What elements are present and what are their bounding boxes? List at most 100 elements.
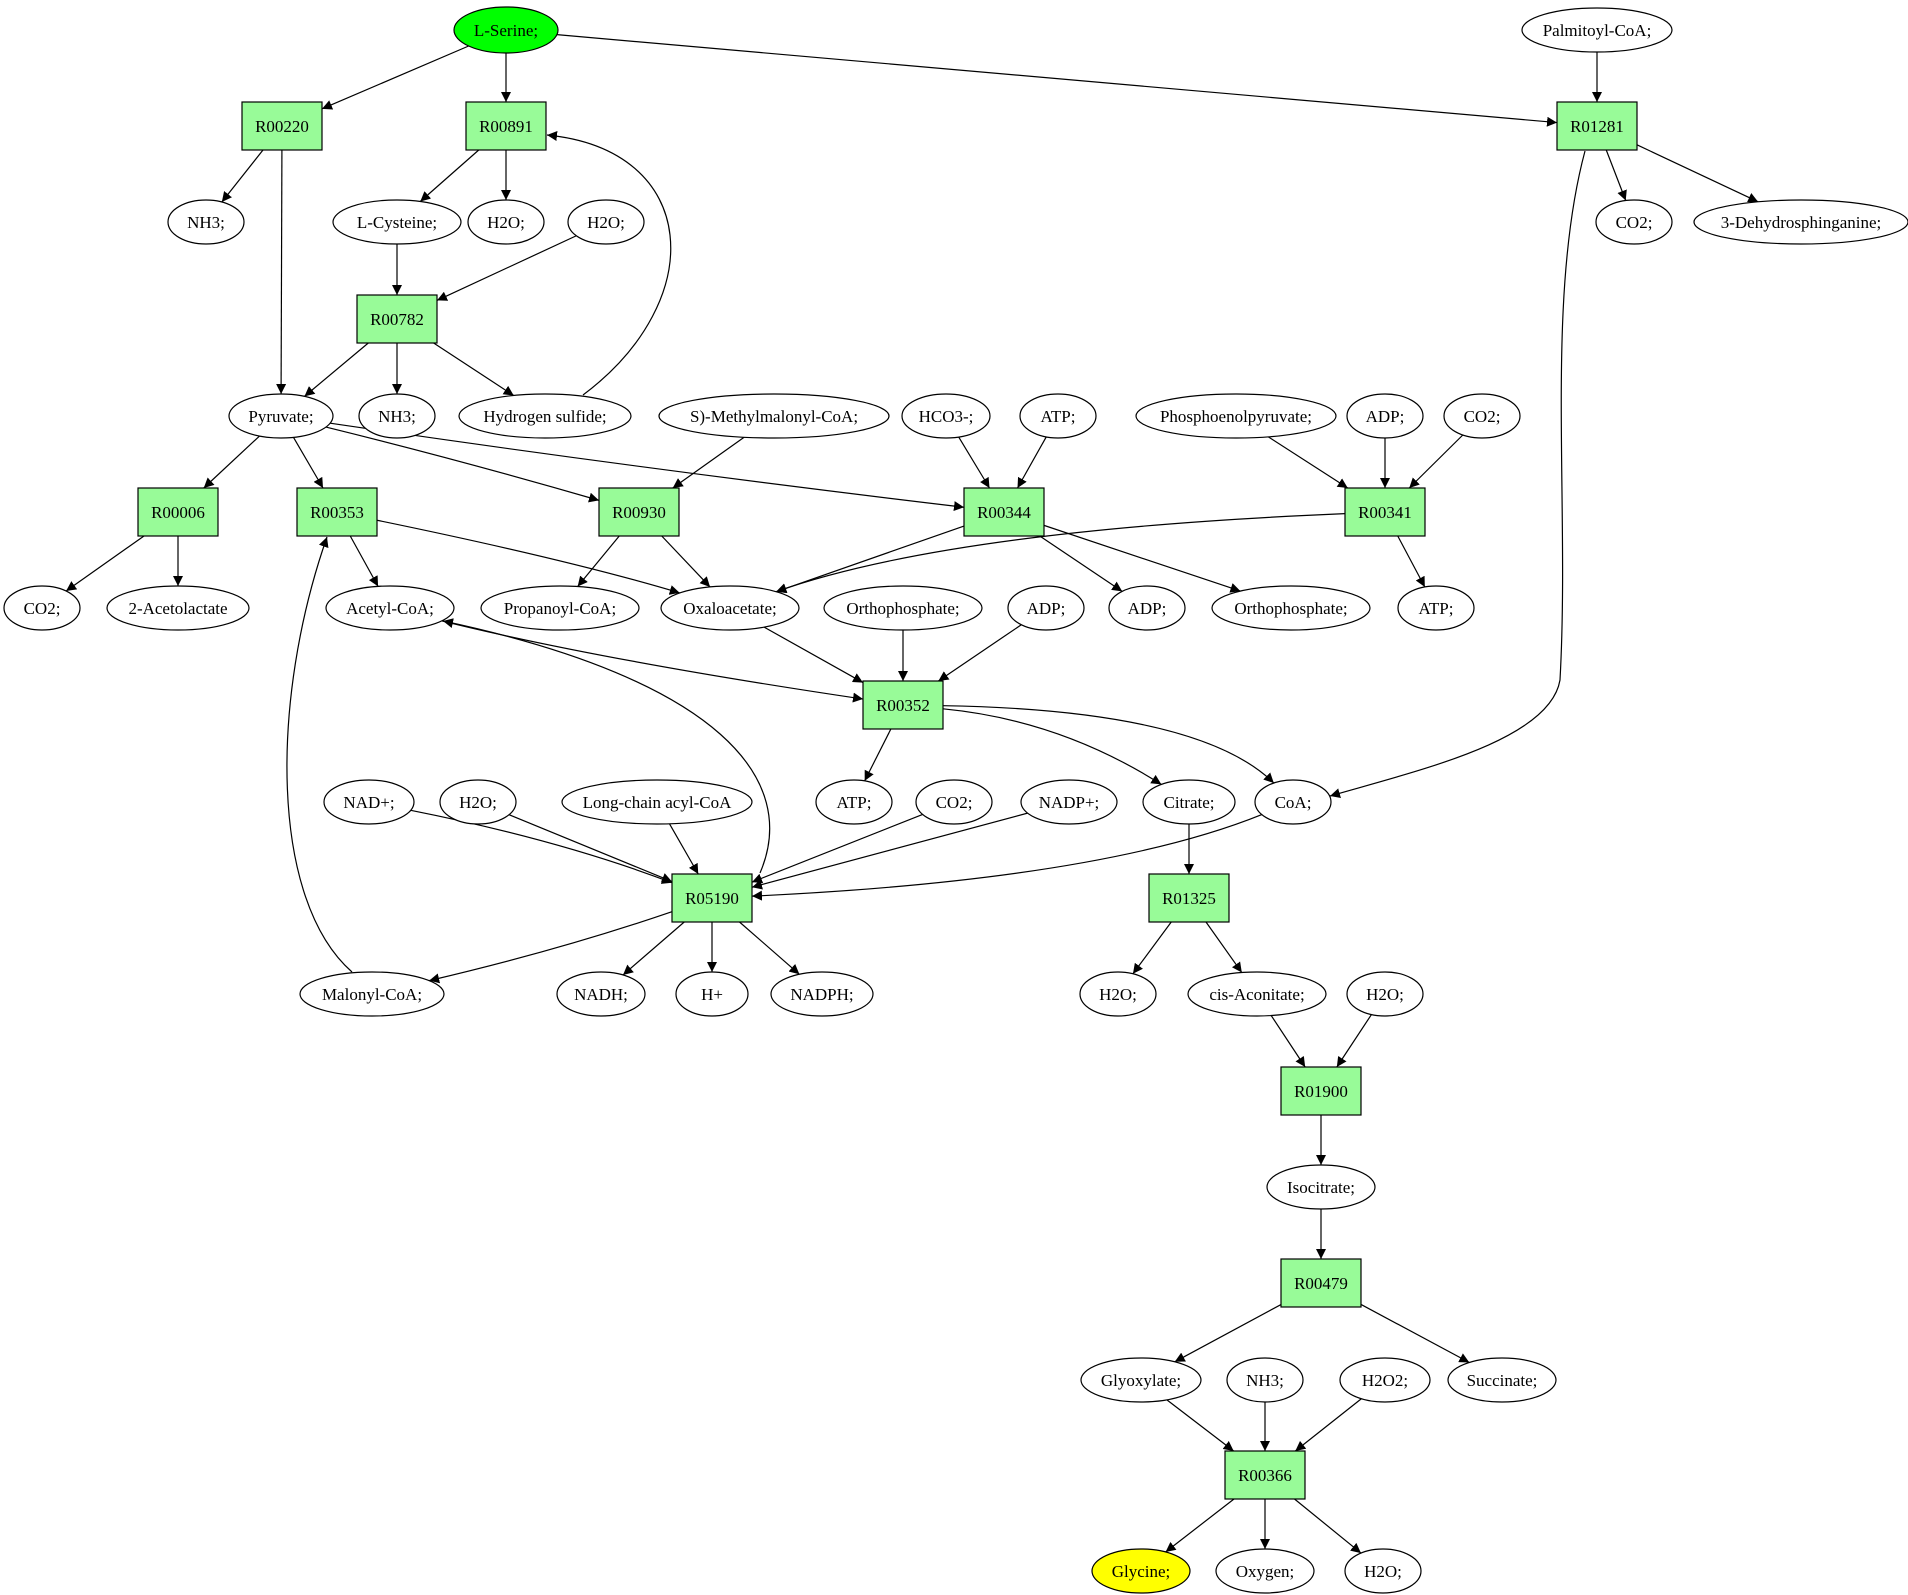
compound-ellipse xyxy=(915,779,993,825)
reaction-node-R00366[interactable]: R00366 xyxy=(1224,1450,1306,1500)
edge-R00341-to-oaa xyxy=(775,513,1346,594)
compound-node-h2o_5[interactable]: H2O; xyxy=(1346,971,1424,1017)
edge-pyruvate-to-R00006 xyxy=(203,435,260,489)
edge-R01281-to-co2_1 xyxy=(1605,149,1627,201)
reaction-node-R00782[interactable]: R00782 xyxy=(356,294,438,344)
edge-malonyl-to-R00353 xyxy=(286,536,353,973)
compound-node-hco3[interactable]: HCO3-; xyxy=(901,393,991,439)
node-label: H+ xyxy=(701,985,723,1004)
edge-R00353-to-oaa xyxy=(376,519,680,595)
reaction-node-R00344[interactable]: R00344 xyxy=(963,487,1045,537)
compound-node-isocitrate[interactable]: Isocitrate; xyxy=(1266,1164,1376,1210)
node-label: NADH; xyxy=(574,985,628,1004)
edge-serine-to-R00220 xyxy=(321,45,469,110)
edge-nadpplus-to-R05190 xyxy=(751,812,1028,890)
reaction-node-R00220[interactable]: R00220 xyxy=(241,101,323,151)
compound-node-pep[interactable]: Phosphoenolpyruvate; xyxy=(1135,393,1337,439)
compound-node-pi_2[interactable]: Orthophosphate; xyxy=(1211,585,1371,631)
compound-node-co2_2[interactable]: CO2; xyxy=(1443,393,1521,439)
compound-node-co2_3[interactable]: CO2; xyxy=(3,585,81,631)
compound-node-nadpplus[interactable]: NADP+; xyxy=(1020,779,1118,825)
compound-node-h2o_3[interactable]: H2O; xyxy=(439,779,517,825)
compound-node-adp_1[interactable]: ADP; xyxy=(1346,393,1424,439)
compound-node-palmitoyl[interactable]: Palmitoyl-CoA; xyxy=(1521,7,1673,53)
edge-R05190-to-nadh xyxy=(622,921,685,976)
compound-node-atp_1[interactable]: ATP; xyxy=(1019,393,1097,439)
compound-node-lcys[interactable]: L-Cysteine; xyxy=(332,199,462,245)
compound-node-h2o_1[interactable]: H2O; xyxy=(467,199,545,245)
reaction-node-R00352[interactable]: R00352 xyxy=(862,680,944,730)
compound-node-coa[interactable]: CoA; xyxy=(1254,779,1332,825)
compound-ellipse xyxy=(358,393,436,439)
compound-node-serine[interactable]: L-Serine; xyxy=(453,6,559,54)
compound-node-lcacoa[interactable]: Long-chain acyl-CoA xyxy=(561,779,753,825)
edge-pyruvate-to-R00353 xyxy=(292,437,324,489)
compound-ellipse xyxy=(453,6,559,54)
reaction-node-R01900[interactable]: R01900 xyxy=(1280,1066,1362,1116)
compound-node-smmcoa[interactable]: S)-Methylmalonyl-CoA; xyxy=(658,393,890,439)
compound-node-hplus[interactable]: H+ xyxy=(675,971,749,1017)
edge-R01281-to-dehydro xyxy=(1636,144,1759,203)
edge-coa-to-R05190 xyxy=(751,814,1263,901)
compound-ellipse xyxy=(1339,1357,1431,1403)
compound-node-h2o_6[interactable]: H2O; xyxy=(1344,1548,1422,1594)
compound-node-nh3_2[interactable]: NH3; xyxy=(358,393,436,439)
compound-node-citrate[interactable]: Citrate; xyxy=(1142,779,1236,825)
compound-node-malonyl[interactable]: Malonyl-CoA; xyxy=(299,971,445,1017)
reaction-node-R00930[interactable]: R00930 xyxy=(598,487,680,537)
reaction-node-R00479[interactable]: R00479 xyxy=(1280,1258,1362,1308)
edge-R05190-to-malonyl xyxy=(429,911,673,984)
compound-node-co2_4[interactable]: CO2; xyxy=(915,779,993,825)
compound-node-dehydro[interactable]: 3-Dehydrosphinganine; xyxy=(1693,199,1908,245)
node-label: NADP+; xyxy=(1039,793,1100,812)
compound-node-nadh[interactable]: NADH; xyxy=(556,971,646,1017)
compound-node-nadp_plus_src[interactable]: NAD+; xyxy=(323,779,415,825)
reaction-node-R05190[interactable]: R05190 xyxy=(671,873,753,923)
compound-node-adp_2[interactable]: ADP; xyxy=(1007,585,1085,631)
compound-ellipse xyxy=(556,971,646,1017)
node-label: R01281 xyxy=(1570,117,1624,136)
compound-node-pyruvate[interactable]: Pyruvate; xyxy=(228,393,334,439)
compound-node-atp_3[interactable]: ATP; xyxy=(815,779,893,825)
compound-node-pi_1[interactable]: Orthophosphate; xyxy=(823,585,983,631)
compound-node-oxygen[interactable]: Oxygen; xyxy=(1215,1548,1315,1594)
compound-node-acetolactate[interactable]: 2-Acetolactate xyxy=(106,585,250,631)
compound-node-oaa[interactable]: Oxaloacetate; xyxy=(660,585,800,631)
node-label: Succinate; xyxy=(1467,1371,1538,1390)
compound-node-acetylcoa[interactable]: Acetyl-CoA; xyxy=(325,585,455,631)
compound-node-h2s[interactable]: Hydrogen sulfide; xyxy=(458,393,632,439)
compound-node-atp_2[interactable]: ATP; xyxy=(1397,585,1475,631)
node-label: 3-Dehydrosphinganine; xyxy=(1721,213,1882,232)
node-label: R00782 xyxy=(370,310,424,329)
edge-R00782-to-h2s xyxy=(433,342,515,397)
compound-node-propcoa[interactable]: Propanoyl-CoA; xyxy=(480,585,640,631)
compound-node-co2_1[interactable]: CO2; xyxy=(1595,199,1673,245)
compound-node-h2o2[interactable]: H2O2; xyxy=(1339,1357,1431,1403)
compound-node-nh3_1[interactable]: NH3; xyxy=(167,199,245,245)
reaction-node-R01281[interactable]: R01281 xyxy=(1556,101,1638,151)
reaction-node-R00341[interactable]: R00341 xyxy=(1344,487,1426,537)
reaction-node-R00006[interactable]: R00006 xyxy=(137,487,219,537)
compound-ellipse xyxy=(3,585,81,631)
compound-node-glycine[interactable]: Glycine; xyxy=(1091,1548,1191,1594)
compound-node-succinate[interactable]: Succinate; xyxy=(1447,1357,1557,1403)
compound-node-h2o_2[interactable]: H2O; xyxy=(567,199,645,245)
node-label: R01900 xyxy=(1294,1082,1348,1101)
compound-node-cisacon[interactable]: cis-Aconitate; xyxy=(1187,971,1327,1017)
compound-ellipse xyxy=(299,971,445,1017)
compound-ellipse xyxy=(567,199,645,245)
node-label: R01325 xyxy=(1162,889,1216,908)
compound-ellipse xyxy=(1397,585,1475,631)
compound-node-nh3_3[interactable]: NH3; xyxy=(1226,1357,1304,1403)
reaction-node-R00891[interactable]: R00891 xyxy=(465,101,547,151)
reaction-node-R00353[interactable]: R00353 xyxy=(296,487,378,537)
node-label: R00479 xyxy=(1294,1274,1348,1293)
compound-node-h2o_4[interactable]: H2O; xyxy=(1079,971,1157,1017)
node-label: Glycine; xyxy=(1112,1562,1171,1581)
reaction-node-R01325[interactable]: R01325 xyxy=(1148,873,1230,923)
compound-node-adp_3[interactable]: ADP; xyxy=(1108,585,1186,631)
edge-cisacon-to-R01900 xyxy=(1270,1015,1306,1068)
compound-node-nadph[interactable]: NADPH; xyxy=(770,971,874,1017)
compound-node-glyoxylate[interactable]: Glyoxylate; xyxy=(1080,1357,1202,1403)
